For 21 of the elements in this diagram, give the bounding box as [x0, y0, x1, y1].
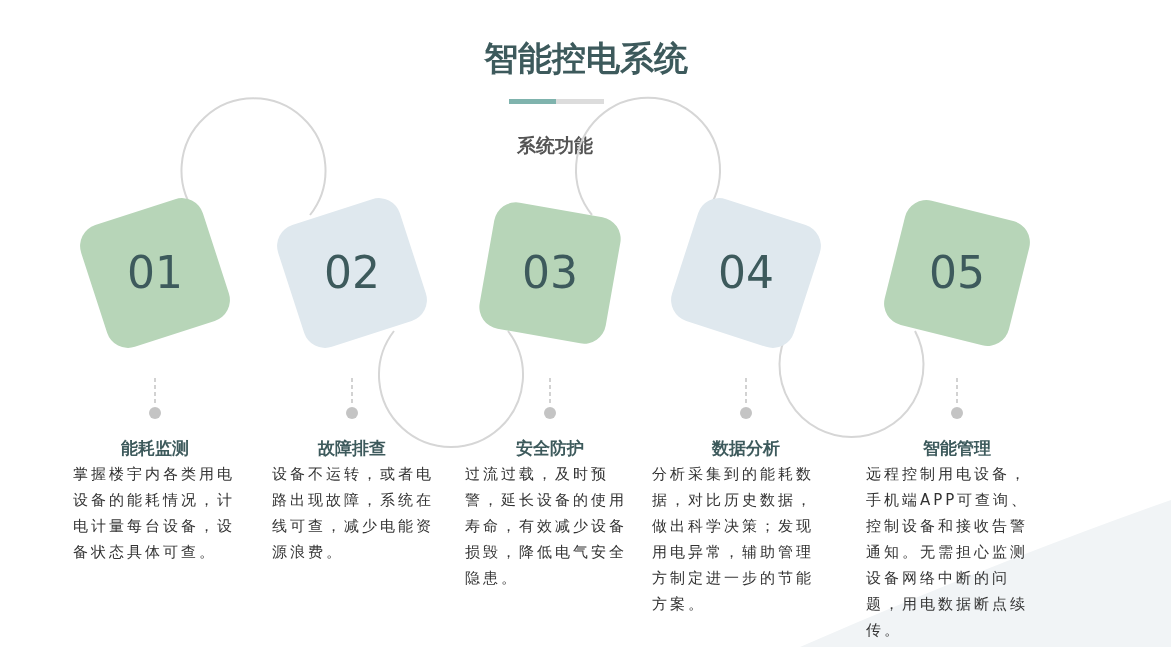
connector-arc: [575, 96, 721, 216]
feature-description: 过流过载，及时预警，延长设备的使用寿命，有效减少设备损毁，降低电气安全隐患。: [465, 464, 628, 589]
connector-arc: [378, 330, 524, 448]
connector-arc: [180, 97, 327, 216]
step-number: 02: [324, 251, 380, 295]
subtitle: 系统功能: [516, 133, 594, 158]
feature-heading: 故障排查: [316, 437, 387, 460]
feature-heading: 数据分析: [711, 437, 781, 460]
feature-description: 掌握楼宇内各类用电设备的能耗情况，计电计量每台设备，设备状态具体可查。: [73, 464, 236, 563]
step-number: 04: [718, 251, 774, 295]
feature-description: 远程控制用电设备，手机端APP可查询、控制设备和接收告警通知。无需担心监测设备网络中断的问题，用电数据断点续传。: [866, 464, 1031, 641]
feature-heading: 安全防护: [515, 437, 585, 460]
connector-arc: [778, 330, 925, 438]
feature-description: 设备不运转，或者电路出现故障，系统在线可查，减少电能资源浪费。: [272, 464, 435, 563]
feature-heading: 能耗监测: [120, 437, 190, 460]
feature-heading: 智能管理: [922, 437, 992, 460]
step-number: 01: [127, 251, 183, 295]
title: 智能控电系统: [482, 37, 689, 80]
step-number: 05: [929, 251, 985, 295]
step-number: 03: [522, 251, 578, 295]
feature-description: 分析采集到的能耗数据，对比历史数据，做出科学决策；发现用电异常，辅助管理方制定进一步的节能方案。: [652, 464, 815, 615]
